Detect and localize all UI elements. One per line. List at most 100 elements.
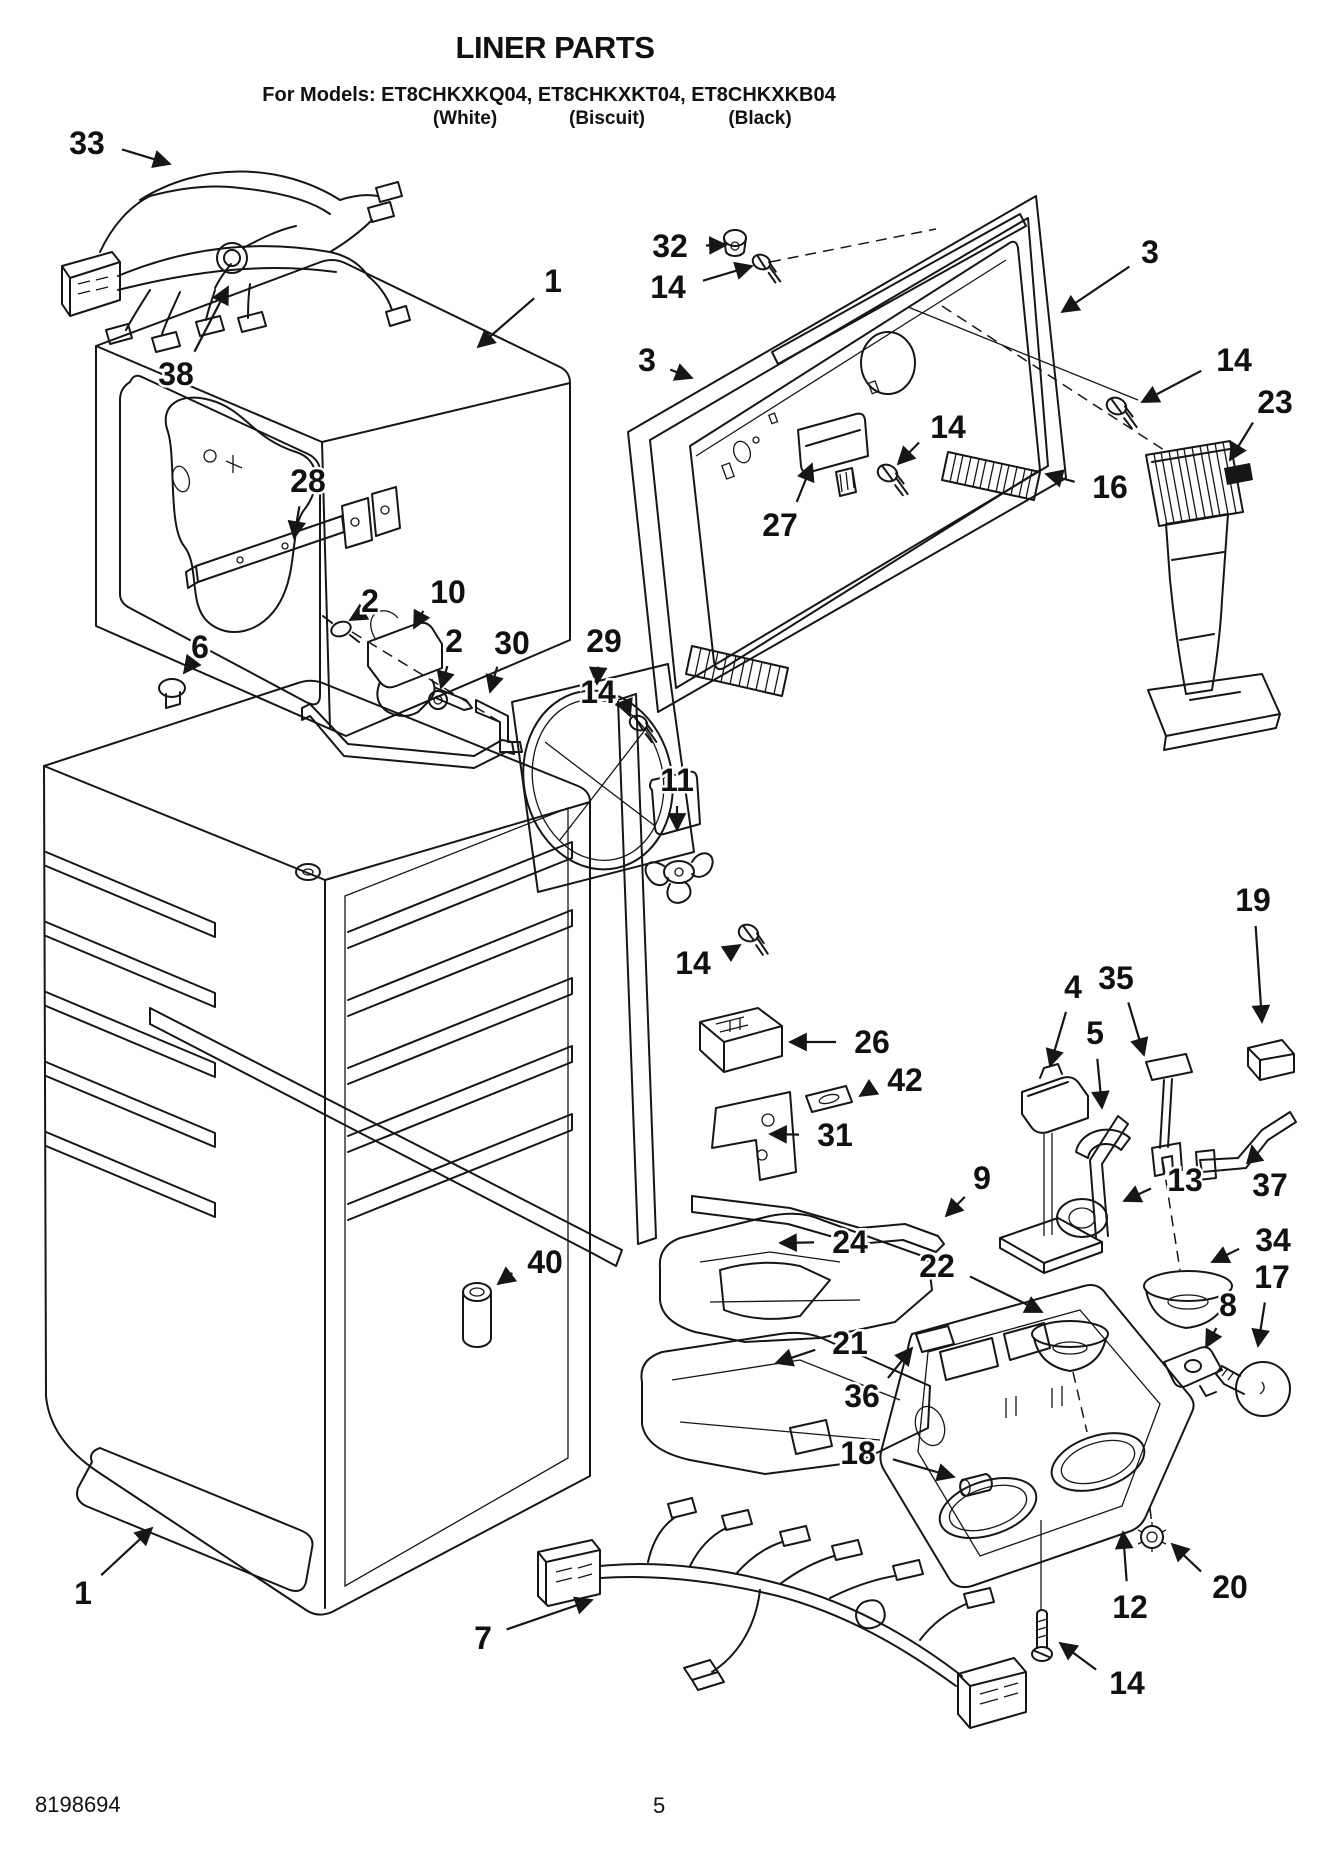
callout-leader-arrow xyxy=(705,236,728,255)
callout-leader-arrow xyxy=(496,1266,518,1286)
rear-panel-art-shape xyxy=(767,412,779,425)
rear-panel-art-shape xyxy=(839,469,855,493)
callout-number: 6 xyxy=(191,629,209,665)
damper-motor-4-shape xyxy=(1043,1133,1053,1236)
callout-33-0: 33 xyxy=(67,123,172,169)
rear-panel-art-shape xyxy=(685,645,789,697)
pad-36 xyxy=(915,1325,955,1353)
callout-leader-arrow xyxy=(669,363,694,381)
cup-22-shape xyxy=(1031,1320,1109,1348)
callout-number: 9 xyxy=(973,1160,991,1196)
center-parts-art-shape xyxy=(818,1093,840,1105)
callout-number: 27 xyxy=(762,507,798,543)
fill-tube-35-shape xyxy=(1151,1142,1183,1177)
models-line: For Models: ET8CHKXKQ04, ET8CHKXKT04, ET… xyxy=(262,84,836,106)
callout-3-6: 3 xyxy=(636,340,694,381)
light-switch-8 xyxy=(1163,1346,1223,1397)
rear-panel-art-shape xyxy=(769,228,1165,451)
rear-panel-art-shape xyxy=(649,217,1049,689)
air-tower-23-art-shape xyxy=(1147,673,1281,751)
wire-harness-top-art-shape xyxy=(149,185,331,215)
shelf-front-rail xyxy=(149,1007,623,1267)
callout-leader-arrow xyxy=(720,943,742,963)
callout-10-15: 10 xyxy=(413,572,468,630)
page-number: 5 xyxy=(653,1793,666,1818)
callout-number: 18 xyxy=(840,1435,876,1471)
model-color-black: (Black) xyxy=(728,108,792,129)
callout-14-43: 14 xyxy=(1058,1641,1148,1704)
callout-number: 21 xyxy=(832,1325,868,1361)
freezer-parts-art-shape xyxy=(165,691,181,709)
console-tray-12-shape xyxy=(1060,1439,1136,1485)
wire-harness-bottom-art-shape xyxy=(919,1587,995,1641)
refrigerator-liner-art-shape xyxy=(43,679,591,1616)
wire-harness-bottom-art-shape xyxy=(667,1497,924,1581)
callout-leader-arrow xyxy=(944,1196,966,1218)
callout-leader-arrow xyxy=(795,462,815,503)
center-parts-art-shape xyxy=(351,631,501,723)
freezer-parts-art-shape xyxy=(341,486,401,549)
air-duct-lower-21-shape xyxy=(789,1419,833,1455)
light-switch-8-shape xyxy=(1199,1385,1217,1397)
fill-tube-35-shape xyxy=(1159,1078,1173,1149)
wire-harness-top-art-shape xyxy=(139,170,341,201)
defrost-control-26-shape xyxy=(715,1016,749,1033)
callout-leader-arrow xyxy=(182,653,202,675)
shelf-channels xyxy=(347,841,573,1221)
callout-leader-arrow xyxy=(896,441,920,466)
callout-leader-arrow xyxy=(892,1458,956,1482)
page-title: LINER PARTS xyxy=(455,30,655,65)
wire-harness-top-art-shape xyxy=(329,194,393,311)
motor-bracket-13 xyxy=(999,1115,1129,1274)
callout-number: 14 xyxy=(580,674,616,710)
screw-14-d-shape xyxy=(633,715,658,744)
fan-shroud-plate-29 xyxy=(511,663,695,893)
freezer-parts-art-shape xyxy=(433,695,443,705)
rear-panel-art-shape xyxy=(695,259,1007,457)
refrigerator-liner-art-shape xyxy=(43,765,591,1609)
callout-18-31: 18 xyxy=(838,1433,956,1482)
nut-20-shape xyxy=(1140,1525,1164,1549)
roller-40-shape xyxy=(462,1291,492,1348)
model-color-white: (White) xyxy=(432,108,498,129)
screw-14-f-shape xyxy=(1034,1650,1050,1658)
console-art xyxy=(879,1284,1291,1662)
callout-1-2: 1 xyxy=(476,261,564,349)
trim-strip-9 xyxy=(691,1195,945,1253)
callout-number: 14 xyxy=(1216,342,1252,378)
center-parts-art-shape xyxy=(756,1149,768,1161)
callout-number: 5 xyxy=(1086,1015,1104,1051)
callout-40-28: 40 xyxy=(496,1242,565,1286)
callout-number: 16 xyxy=(1092,469,1128,505)
refrigerator-liner-art-shape xyxy=(344,807,569,1588)
callout-number: 34 xyxy=(1255,1222,1291,1258)
callout-4-32: 4 xyxy=(1045,967,1085,1068)
freezer-parts-art-shape xyxy=(236,556,244,564)
freezer-parts-art-shape xyxy=(322,615,360,643)
cup-34-shape xyxy=(1167,1294,1209,1310)
plug-button-6 xyxy=(158,678,186,698)
callout-27-10: 27 xyxy=(760,462,815,546)
callout-leader-arrow xyxy=(1127,1002,1149,1057)
air-duct-upper-24-shape xyxy=(658,1212,933,1343)
callout-14-11: 14 xyxy=(896,407,969,466)
callout-leader-arrow xyxy=(1140,369,1202,403)
cup-22-shape xyxy=(1052,1341,1088,1355)
fill-tube-35 xyxy=(1145,1053,1193,1177)
support-block-19 xyxy=(1247,1039,1295,1081)
mount-strap xyxy=(301,703,515,769)
callout-number: 2 xyxy=(361,583,379,619)
rear-panel-art-shape xyxy=(860,331,916,395)
callout-number: 28 xyxy=(290,463,326,499)
refrigerator-liner-art-shape xyxy=(295,863,321,881)
freezer-liner-art-shape xyxy=(119,374,321,706)
fill-tube-35-shape xyxy=(1145,1053,1193,1081)
air-duct-upper-24-shape xyxy=(719,1261,831,1320)
clip-42 xyxy=(805,1085,853,1113)
freezer-parts-art-shape xyxy=(649,770,701,836)
callout-31-24: 31 xyxy=(768,1115,855,1156)
callout-leader-arrow xyxy=(1205,1327,1223,1349)
